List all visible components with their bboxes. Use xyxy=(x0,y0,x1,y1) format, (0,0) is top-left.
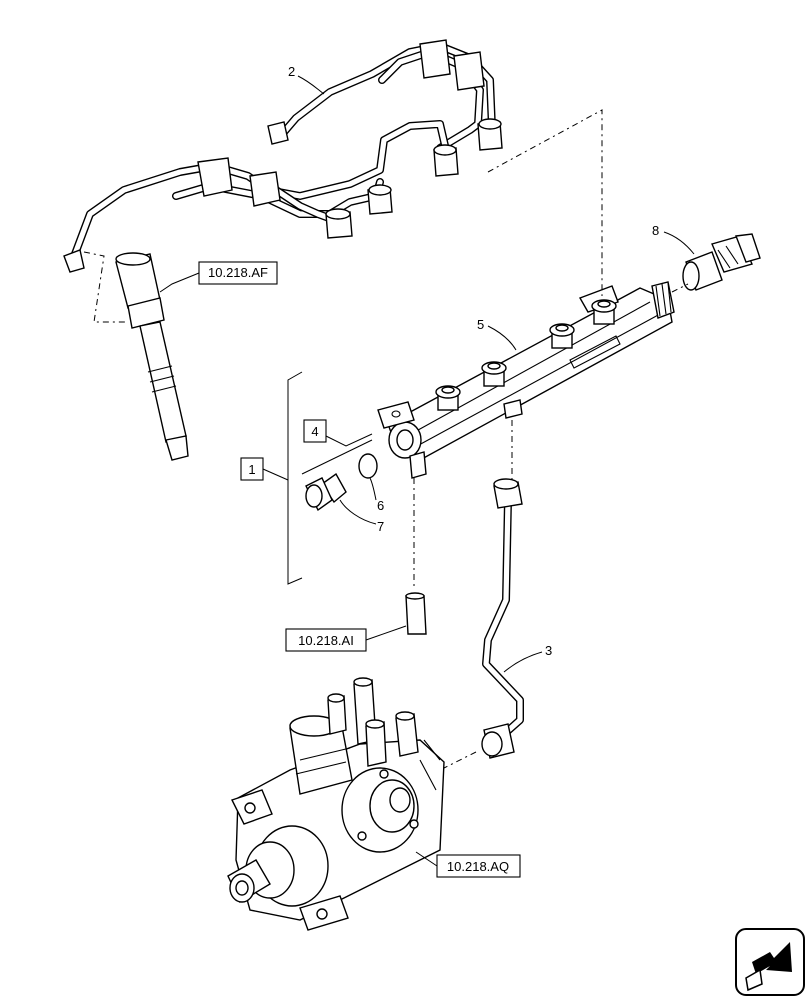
callout-3-label: 3 xyxy=(545,643,552,658)
callout-7-leader xyxy=(339,499,377,525)
ref-injector-label: 10.218.AF xyxy=(208,265,268,280)
ref-pump-leader xyxy=(415,851,438,867)
kit-inner-bracket xyxy=(301,439,373,475)
pressure-sensor xyxy=(682,233,761,291)
callout-1-label: 1 xyxy=(248,462,255,477)
callout-1-leader xyxy=(262,468,289,481)
injection-lines xyxy=(63,39,503,273)
rail-outlet-1 xyxy=(435,385,461,411)
callout-3-leader xyxy=(503,651,543,673)
ref-pump-label: 10.218.AQ xyxy=(447,859,509,874)
high-pressure-pump xyxy=(227,677,445,931)
ref-sleeve-leader xyxy=(365,625,407,641)
rail-dash-line xyxy=(487,109,603,296)
callout-8-leader xyxy=(663,231,695,255)
rail-outlet-2 xyxy=(481,361,507,387)
callout-7-label: 7 xyxy=(377,519,384,534)
callout-6-leader xyxy=(369,477,377,501)
pump-dash-line xyxy=(439,751,477,771)
callout-8-label: 8 xyxy=(652,223,659,238)
rail-outlet-3 xyxy=(549,323,575,349)
injector-dash-line xyxy=(83,251,128,323)
callout-2-leader xyxy=(297,75,325,95)
next-page-arrow-icon[interactable] xyxy=(735,928,805,996)
injector xyxy=(115,252,189,461)
kit-bracket xyxy=(287,371,303,585)
ref-injector-leader xyxy=(159,272,200,293)
callout-5-label: 5 xyxy=(477,317,484,332)
callout-5-leader xyxy=(487,325,517,351)
feed-pipe xyxy=(481,478,524,759)
plug xyxy=(305,472,347,512)
sensor-dash-line xyxy=(671,283,689,293)
callout-6-label: 6 xyxy=(377,498,384,513)
sleeve xyxy=(405,592,427,635)
ref-sleeve-label: 10.218.AI xyxy=(298,633,354,648)
callout-4-leader xyxy=(325,433,373,447)
callout-2-label: 2 xyxy=(288,64,295,79)
fuel-rail xyxy=(377,281,675,479)
callout-4-box xyxy=(303,419,327,443)
rail-outlet-4 xyxy=(591,299,617,325)
callout-4-label: 4 xyxy=(311,424,318,439)
